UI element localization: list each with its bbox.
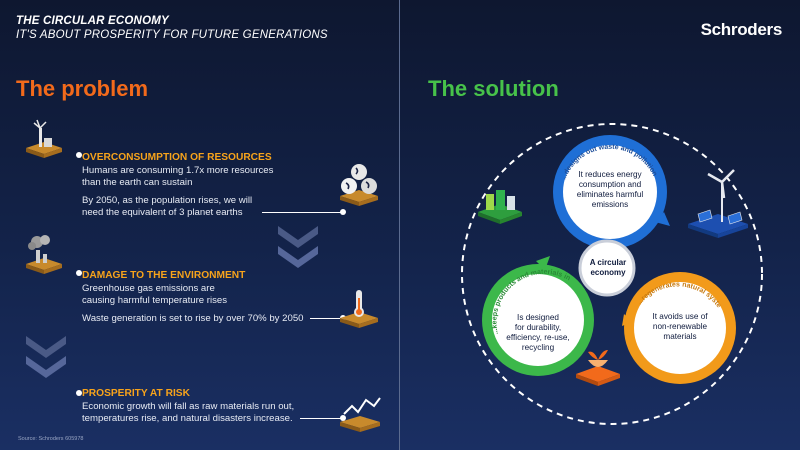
chevron-down-icon [26, 336, 66, 378]
header-title: THE CIRCULAR ECONOMY [16, 15, 169, 27]
sprout-pot-icon [576, 350, 620, 386]
chevron-down-icon [278, 226, 318, 268]
section-title-overconsumption: OVERCONSUMPTION OF RESOURCES [82, 152, 272, 163]
globes-icon [340, 164, 378, 206]
connector-line [262, 212, 342, 213]
orange-text-line1: It avoids use of [652, 312, 708, 321]
overconsumption-line2: than the earth can sustain [82, 177, 193, 188]
declining-chart-icon [340, 397, 381, 432]
blue-circle-text: It reduces energy consumption and elimin… [566, 170, 654, 210]
connector-line [310, 318, 342, 319]
problem-heading: The problem [16, 76, 149, 101]
bullet-dot [340, 415, 346, 421]
green-circle-text: Is designed for durability, efficiency, … [494, 313, 582, 353]
dashed-outer-circle [461, 123, 763, 425]
section-title-environment: DAMAGE TO THE ENVIRONMENT [82, 270, 246, 281]
orange-text-line2: non-renewable [652, 322, 708, 331]
solution-heading: The solution [428, 76, 559, 101]
blue-text-line4: emissions [591, 200, 629, 209]
blue-text-line3: eliminates harmful [576, 190, 644, 199]
bullet-dot [76, 270, 82, 276]
brand-logo: Schroders [700, 20, 783, 39]
center-label-line2: economy [590, 268, 626, 277]
circular-economy-diagram: ...designs out waste and pollution ...ke… [450, 110, 763, 425]
bullet-dot [340, 209, 346, 215]
overconsumption-line3: By 2050, as the population rises, we wil… [82, 195, 253, 206]
bullet-dot [76, 390, 82, 396]
environment-line2: causing harmful temperature rises [82, 295, 228, 306]
center-divider [399, 0, 400, 450]
wind-solar-icon [688, 169, 748, 238]
overconsumption-line4: need the equivalent of 3 planet earths [82, 207, 243, 218]
overconsumption-line1: Humans are consuming 1.7x more resources [82, 165, 274, 176]
connector-line [300, 418, 342, 419]
prosperity-line1: Economic growth will fall as raw materia… [82, 401, 295, 412]
center-label-line1: A circular [589, 258, 627, 267]
prosperity-line2: temperatures rise, and natural disasters… [82, 413, 293, 424]
green-text-line4: recycling [521, 343, 555, 352]
bullet-dot [76, 152, 82, 158]
factory-icon [26, 119, 62, 158]
section-title-prosperity: PROSPERITY AT RISK [82, 388, 190, 399]
orange-text-line3: materials [663, 332, 697, 341]
source-note: Source: Schroders 605978 [18, 436, 84, 442]
environment-line3: Waste generation is set to rise by over … [82, 313, 304, 324]
blue-text-line2: consumption and [578, 180, 642, 189]
orange-circle-text: It avoids use of non-renewable materials [636, 312, 724, 342]
environment-line1: Greenhouse gas emissions are [82, 283, 215, 294]
blue-text-line1: It reduces energy [578, 170, 642, 179]
green-text-line2: for durability, [514, 323, 562, 332]
center-label: A circular economy [582, 258, 634, 278]
header-subtitle: IT'S ABOUT PROSPERITY FOR FUTURE GENERAT… [16, 29, 328, 41]
recycling-bins-icon [478, 190, 522, 224]
pollution-icon [26, 235, 62, 274]
green-text-line3: efficiency, re-use, [506, 333, 570, 342]
green-text-line1: Is designed [517, 313, 559, 322]
center-circle [578, 239, 636, 297]
thermometer-icon [340, 290, 378, 328]
